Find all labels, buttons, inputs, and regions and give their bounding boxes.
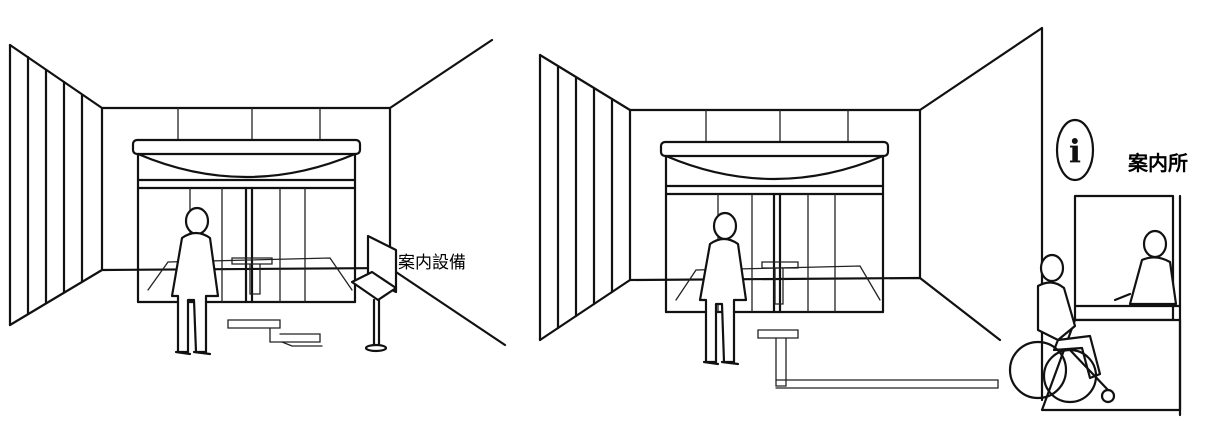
right-lobby-drawing: i xyxy=(538,26,1182,417)
glass-wall xyxy=(705,109,849,143)
glass-wall xyxy=(177,107,321,141)
entrance-door xyxy=(659,140,890,314)
person-standing xyxy=(698,211,748,366)
information-desk-label: 案内所 xyxy=(1128,151,1188,175)
wall-panels xyxy=(26,55,84,316)
left-lobby-drawing xyxy=(8,38,507,356)
room-walls xyxy=(538,26,1044,342)
wheelchair-user xyxy=(1008,253,1116,404)
guide-sign-stand xyxy=(350,234,398,353)
info-symbol-glyph: i xyxy=(1069,132,1081,170)
left-illustration-panel: 案内設備 xyxy=(0,0,520,434)
guide-equipment-label: 案内設備 xyxy=(398,253,466,273)
reception-staff xyxy=(1113,229,1178,306)
wall-panels xyxy=(556,65,614,330)
person-standing xyxy=(170,206,220,356)
right-illustration-panel: i 案内所 xyxy=(530,0,1208,434)
info-symbol-icon xyxy=(1055,118,1095,182)
info-sign: i xyxy=(1055,118,1095,182)
tactile-paving-route xyxy=(757,261,999,389)
tactile-paving xyxy=(227,257,323,347)
room-walls xyxy=(8,38,507,347)
entrance-door xyxy=(131,138,362,304)
